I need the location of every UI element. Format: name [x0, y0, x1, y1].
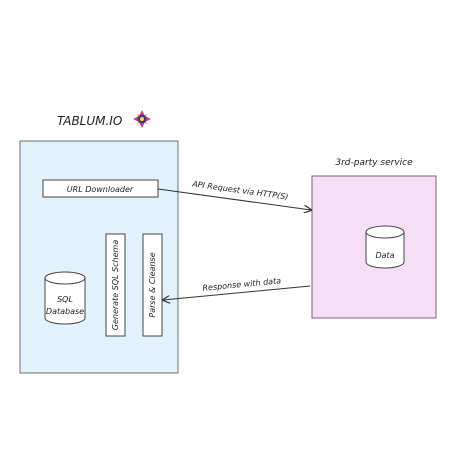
- sql-database-label-1: SQL: [57, 295, 73, 304]
- sql-database-cylinder: [44, 271, 86, 325]
- response-arrow: [163, 285, 311, 300]
- request-label: API Request via HTTP(S): [191, 179, 289, 201]
- url-downloader-label: URL Downloader: [67, 185, 134, 194]
- parse-cleanse-label: Parse & Cleanse: [148, 252, 157, 317]
- star-logo-icon: [133, 110, 151, 128]
- service-title: 3rd-party service: [335, 158, 413, 168]
- generate-schema-label: Generate SQL Schema: [111, 240, 120, 331]
- data-cylinder: [365, 225, 405, 269]
- data-label: Data: [375, 251, 394, 260]
- brand-title: TABLUM.IO: [57, 114, 122, 128]
- generate-schema-box: [105, 233, 126, 337]
- sql-database-label-2: Database: [46, 307, 84, 316]
- url-downloader-box: [42, 179, 159, 198]
- request-arrow: [157, 188, 311, 210]
- parse-cleanse-box: [142, 233, 163, 337]
